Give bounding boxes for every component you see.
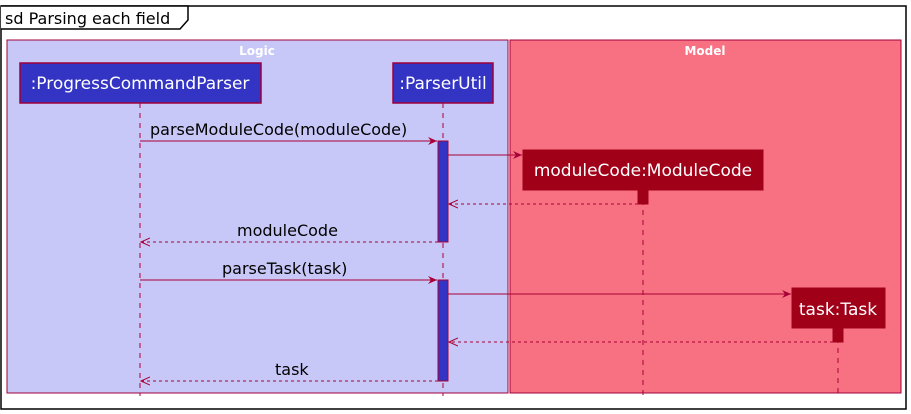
frame-title-tab — [1, 5, 189, 30]
message-parse-module-code-label: parseModuleCode(moduleCode) — [150, 120, 407, 139]
activation-util-1 — [437, 140, 449, 243]
activation-modulecode — [637, 189, 649, 205]
frame-title: sd Parsing each field — [5, 9, 170, 28]
message-task-result-label: task — [275, 360, 309, 379]
participant-util-box — [392, 62, 494, 104]
participant-task-box — [791, 287, 886, 329]
group-model-label: Model — [684, 44, 725, 58]
participant-task-label: task:Task — [799, 300, 877, 320]
participant-modulecode-box — [522, 149, 764, 191]
activation-util-2 — [437, 279, 449, 382]
participant-util-label: :ParserUtil — [399, 74, 486, 94]
participant-parser-label: :ProgressCommandParser — [31, 74, 250, 94]
message-module-code-result-label: moduleCode — [237, 221, 338, 240]
participant-parser-box — [19, 62, 262, 104]
activation-task — [832, 327, 844, 343]
message-parse-task-label: parseTask(task) — [222, 259, 347, 278]
frame-border — [0, 5, 907, 410]
group-logic-label: Logic — [239, 44, 275, 58]
participant-modulecode-label: moduleCode:ModuleCode — [534, 161, 752, 181]
